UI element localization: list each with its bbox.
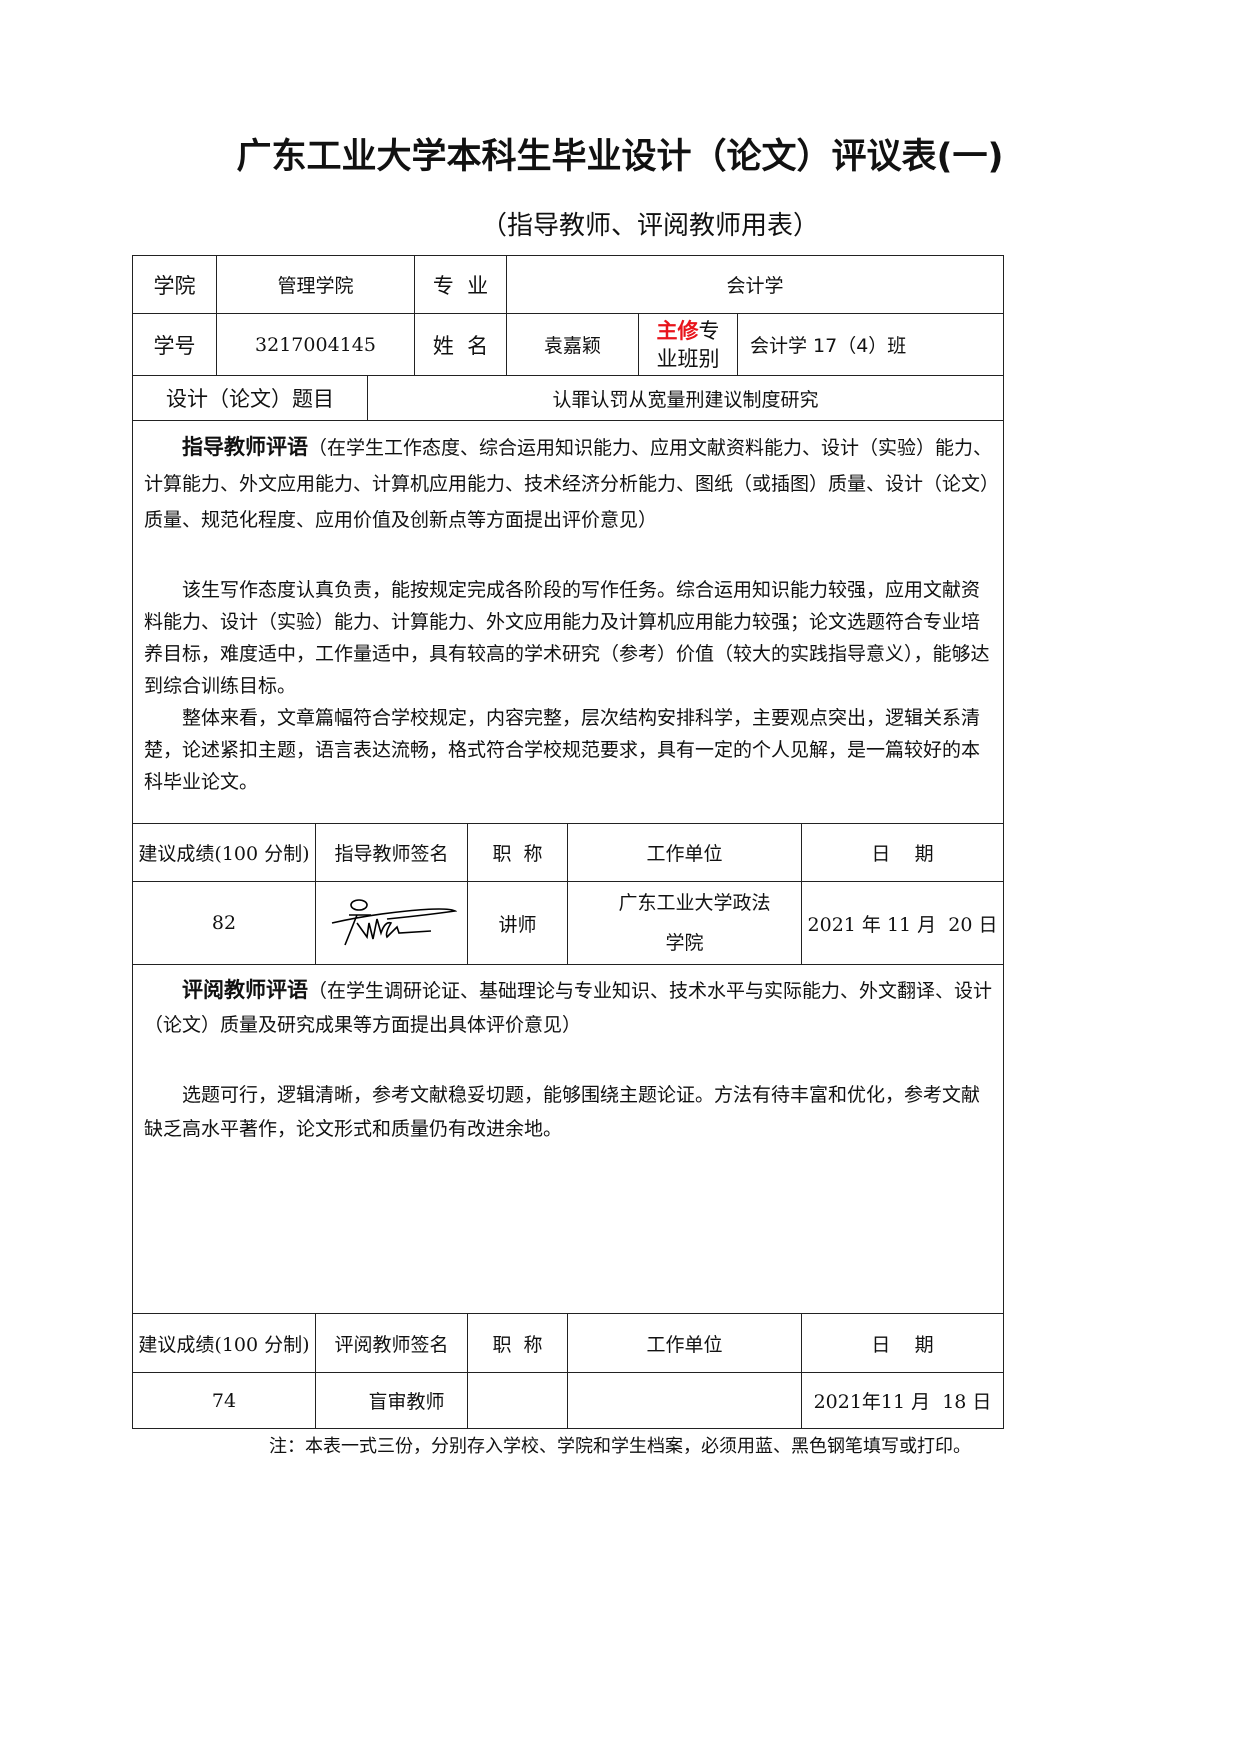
reviewer-score-header-text: 建议成绩(100 分制) [138,1333,310,1356]
reviewer-comment-heading: 评阅教师评语 [182,978,308,1002]
class-value-text: 会计学 17（4）班 [750,335,907,357]
page-title: 广东工业大学本科生毕业设计（论文）评议表(一) [236,137,1004,177]
reviewer-score-value: 74 [132,1372,316,1429]
advisor-date-value: 2021 年 11 月 20 日 [801,881,1004,965]
major-label-text: 专 业 [432,273,489,298]
reviewer-comment-instructions: （在学生调研论证、基础理论与专业知识、技术水平与实际能力、外文翻译、设计（论文）… [144,980,993,1036]
thesis-title-value-text: 认罪认罚从宽量刑建议制度研究 [552,388,819,411]
name-value-text: 袁嘉颖 [543,335,601,357]
thesis-title-label: 设计（论文）题目 [132,375,368,421]
signature-icon [331,899,457,946]
advisor-unit-value: 广东工业大学政法 学院 [567,881,802,965]
reviewer-comment-section: 评阅教师评语（在学生调研论证、基础理论与专业知识、技术水平与实际能力、外文翻译、… [132,964,1004,1314]
student-id-value: 3217004145 [216,313,415,376]
advisor-job-title-text: 讲师 [498,913,537,936]
footer-note: 注：本表一式三份，分别存入学校、学院和学生档案，必须用蓝、黑色钢笔填写或打印。 [269,1436,971,1457]
college-value-text: 管理学院 [277,275,354,297]
advisor-comment-paragraph-2: 整体来看，文章篇幅符合学校规定，内容完整，层次结构安排科学，主要观点突出，逻辑关… [144,707,981,793]
advisor-signature-header-text: 指导教师签名 [334,843,449,865]
major-value: 会计学 [506,255,1004,314]
advisor-unit-header: 工作单位 [567,823,802,882]
reviewer-date-header-text: 日 期 [871,1333,934,1356]
student-id-label: 学号 [132,313,217,376]
reviewer-comment-header: 评阅教师评语（在学生调研论证、基础理论与专业知识、技术水平与实际能力、外文翻译、… [144,973,993,1042]
advisor-score-header-text: 建议成绩(100 分制) [138,843,310,865]
advisor-title-header-text: 职 称 [492,843,543,865]
advisor-date-text: 2021 年 11 月 20 日 [807,913,998,936]
advisor-comment-paragraph-1: 该生写作态度认真负责，能按规定完成各阶段的写作任务。综合运用知识能力较强，应用文… [144,579,990,697]
reviewer-unit-value [567,1372,802,1429]
major-value-text: 会计学 [726,275,784,297]
student-id-label-text: 学号 [153,333,196,358]
college-label-text: 学院 [153,273,196,298]
page-subtitle: （指导教师、评阅教师用表） [480,211,819,241]
class-label-major-emphasis: 主修 [656,318,699,343]
name-label-text: 姓 名 [432,333,489,358]
reviewer-unit-header: 工作单位 [567,1313,802,1373]
reviewer-signature-header-text: 评阅教师签名 [334,1333,449,1356]
advisor-comment-spacer [144,538,993,574]
college-value: 管理学院 [216,255,415,314]
advisor-unit-line-2: 学院 [665,932,704,954]
class-label: 主修专 业班别 [638,313,738,376]
advisor-unit-header-text: 工作单位 [646,843,723,865]
reviewer-job-title-value [467,1372,568,1429]
student-id-value-text: 3217004145 [255,333,376,356]
advisor-job-title-value: 讲师 [467,881,568,965]
advisor-date-header-text: 日 期 [871,843,934,865]
reviewer-date-header: 日 期 [801,1313,1004,1373]
reviewer-signature-header: 评阅教师签名 [315,1313,468,1373]
advisor-signature-value [315,881,468,965]
reviewer-signature-text: 盲审教师 [368,1391,445,1413]
advisor-signature-header: 指导教师签名 [315,823,468,882]
reviewer-comment-spacer [144,1042,993,1078]
class-label-part2: 业班别 [656,346,720,371]
reviewer-unit-header-text: 工作单位 [646,1333,723,1356]
reviewer-date-value: 2021年11 月 18 日 [801,1372,1004,1429]
advisor-title-header: 职 称 [467,823,568,882]
advisor-score-header: 建议成绩(100 分制) [132,823,316,882]
advisor-comment-header: 指导教师评语（在学生工作态度、综合运用知识能力、应用文献资料能力、设计（实验）能… [144,429,993,538]
advisor-unit-line-1: 广东工业大学政法 [618,892,771,914]
advisor-score-text: 82 [211,912,237,934]
advisor-comment-heading: 指导教师评语 [182,435,308,459]
reviewer-score-text: 74 [211,1389,237,1412]
college-label: 学院 [132,255,217,314]
name-value: 袁嘉颖 [506,313,639,376]
class-value: 会计学 17（4）班 [737,313,1004,376]
advisor-date-header: 日 期 [801,823,1004,882]
reviewer-comment-paragraph-1: 选题可行，逻辑清晰，参考文献稳妥切题，能够围绕主题论证。方法有待丰富和优化，参考… [144,1084,981,1140]
reviewer-date-text: 2021年11 月 18 日 [813,1391,992,1413]
name-label: 姓 名 [414,313,507,376]
reviewer-signature-value: 盲审教师 [315,1372,468,1429]
advisor-comment-instructions: （在学生工作态度、综合运用知识能力、应用文献资料能力、设计（实验）能力、计算能力… [144,437,993,531]
reviewer-title-header: 职 称 [467,1313,568,1373]
advisor-score-value: 82 [132,881,316,965]
advisor-comment-section: 指导教师评语（在学生工作态度、综合运用知识能力、应用文献资料能力、设计（实验）能… [132,420,1004,824]
major-label: 专 业 [414,255,507,314]
reviewer-score-header: 建议成绩(100 分制) [132,1313,316,1373]
thesis-title-value: 认罪认罚从宽量刑建议制度研究 [367,375,1004,421]
thesis-title-label-text: 设计（论文）题目 [166,387,334,411]
class-label-part1: 专 [698,318,720,343]
reviewer-title-header-text: 职 称 [492,1333,543,1356]
